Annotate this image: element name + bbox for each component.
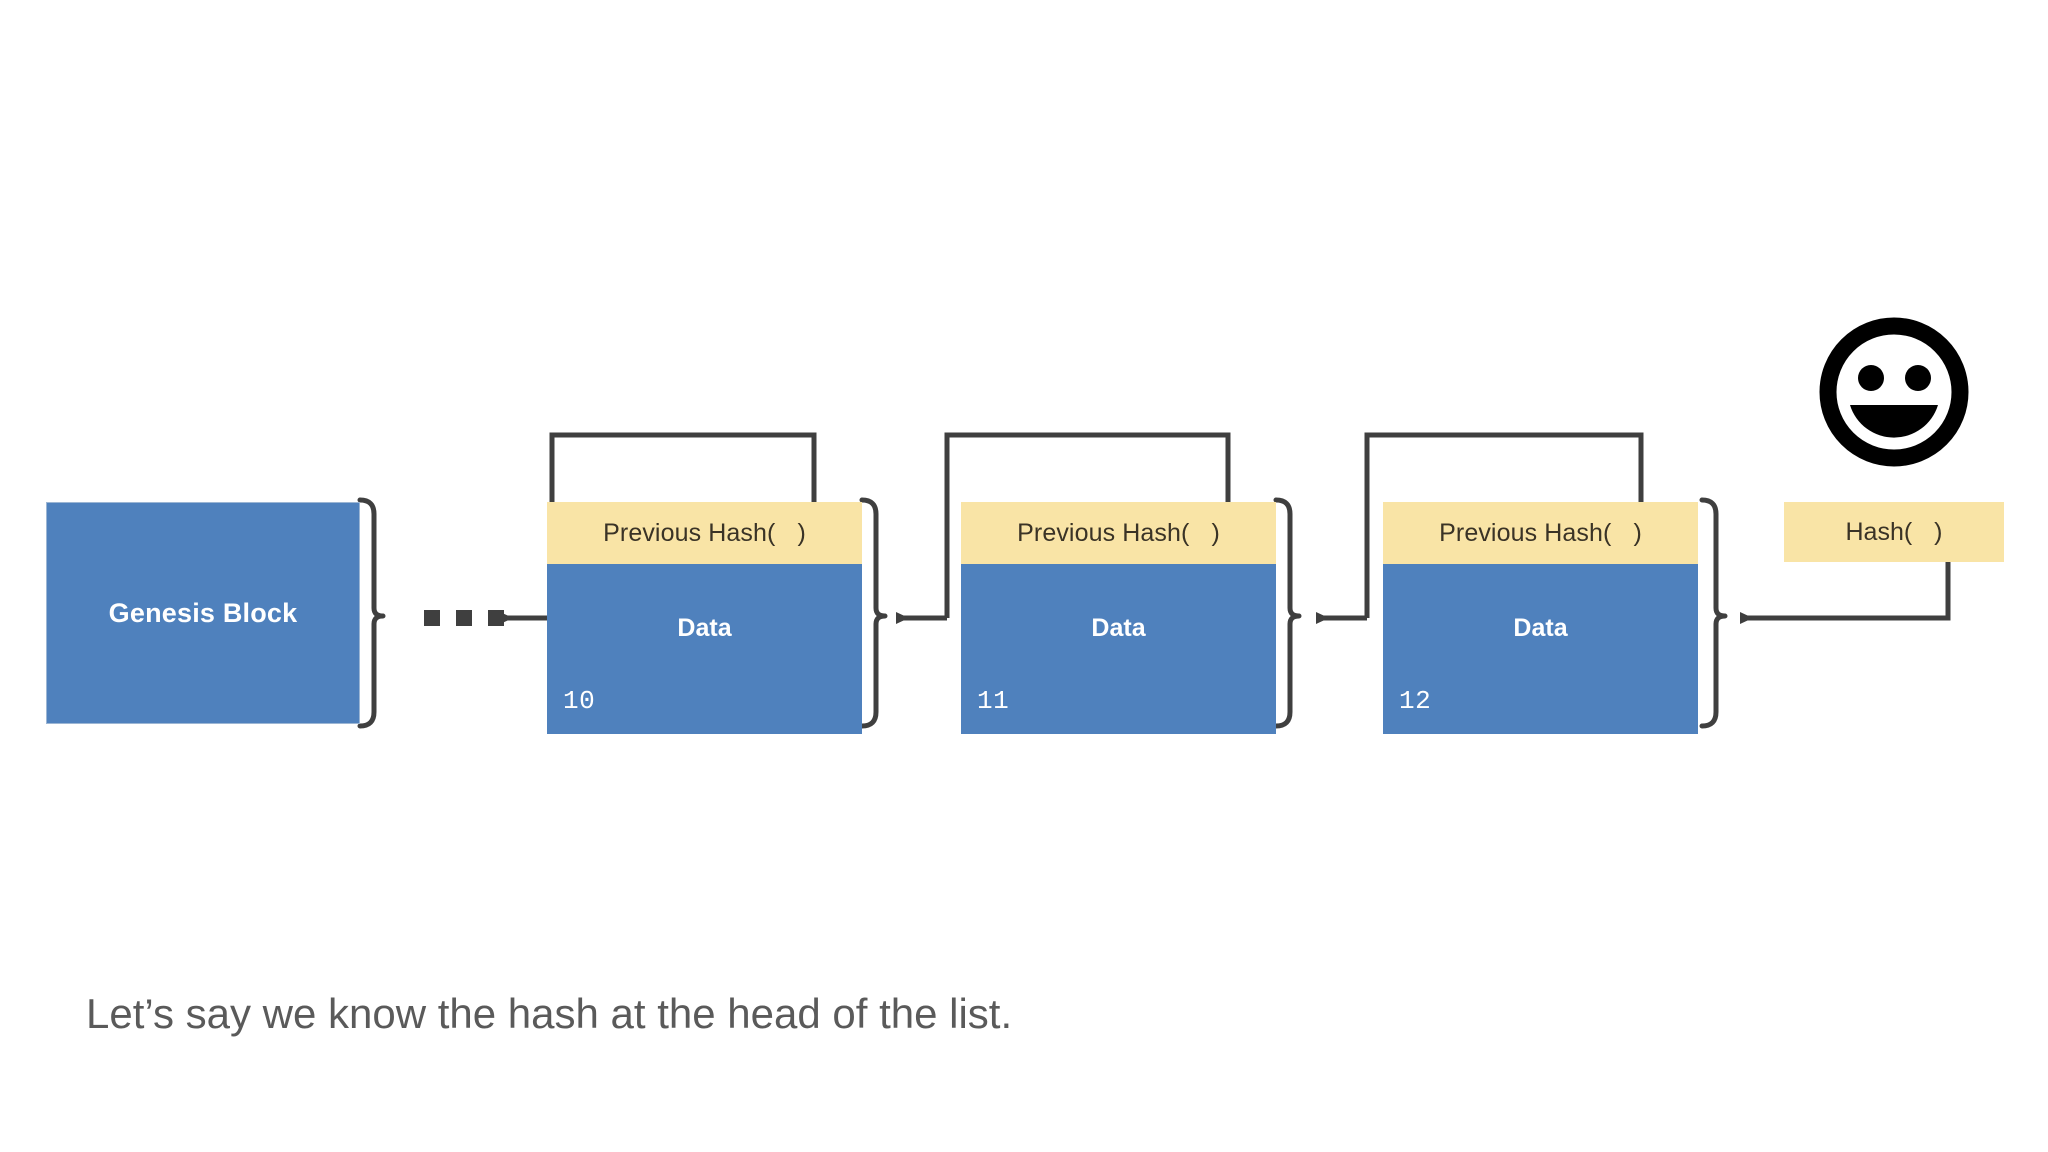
block-10-index: 10: [563, 686, 596, 716]
block-12-data-box[interactable]: Data 12: [1383, 564, 1698, 734]
ellipsis-dots: [424, 610, 504, 626]
block-11-data-label: Data: [1091, 614, 1146, 642]
block-11-data-box[interactable]: Data 11: [961, 564, 1276, 734]
caption-text: Let’s say we know the hash at the head o…: [86, 990, 1013, 1037]
block-12-index: 12: [1399, 686, 1432, 716]
block-12-previous-hash-close-paren: ): [1633, 518, 1642, 547]
head-hash-label: Hash(: [1845, 517, 1913, 546]
smiley-face-icon: [1819, 317, 1969, 467]
block-12-previous-hash-label: Previous Hash(: [1439, 518, 1612, 547]
genesis-brace: [357, 497, 386, 729]
block-10-previous-hash-bar[interactable]: Previous Hash( ): [547, 502, 862, 564]
block-12-data-label: Data: [1513, 614, 1568, 642]
block-brace-10: [859, 497, 888, 729]
genesis-block-label: Genesis Block: [108, 597, 298, 628]
block-brace-11: [1273, 497, 1302, 729]
smiley-left-eye-icon: [1858, 365, 1884, 391]
block-10-previous-hash-close-paren: ): [797, 518, 806, 547]
head-hash-close-paren: ): [1934, 517, 1943, 546]
block-10-data-box[interactable]: Data 10: [547, 564, 862, 734]
block-10-data-label: Data: [677, 614, 732, 642]
block-11-index: 11: [977, 686, 1010, 716]
block-11-previous-hash-close-paren: ): [1211, 518, 1220, 547]
block-brace-12: [1699, 497, 1728, 729]
block-12-previous-hash-bar[interactable]: Previous Hash( ): [1383, 502, 1698, 564]
smiley-right-eye-icon: [1905, 365, 1931, 391]
block-10-previous-hash-label: Previous Hash(: [603, 518, 776, 547]
smiley-mouth-icon: [1850, 405, 1938, 438]
block-11-previous-hash-label: Previous Hash(: [1017, 518, 1190, 547]
block-11-previous-hash-bar[interactable]: Previous Hash( ): [961, 502, 1276, 564]
head-hash-chip[interactable]: Hash( ): [1784, 502, 2004, 562]
genesis-block[interactable]: Genesis Block: [46, 502, 360, 724]
